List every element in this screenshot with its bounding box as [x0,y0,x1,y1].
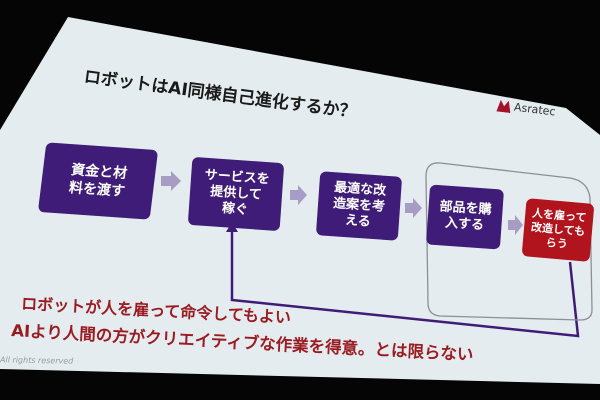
right-arrow-icon [290,185,307,205]
flow-step-5: 人を雇って改造してもらう [521,198,595,262]
asratec-logo-icon [496,99,511,113]
flow-step-4: 部品を購入する [425,184,505,250]
right-arrow-icon [161,171,181,191]
right-arrow-icon [508,215,523,235]
feedback-loop-line [230,228,580,338]
copyright-footer: All rights reserved [0,355,74,366]
flow-step-3: 最適な改造案を考える [315,171,403,241]
flow-step-2: サービスを提供して稼ぐ [187,156,285,232]
group-outline [425,162,593,321]
right-arrow-icon [405,198,422,218]
asratec-logo: Asratec [496,98,556,119]
flow-step-1: 資金と材料を渡す [37,142,159,220]
